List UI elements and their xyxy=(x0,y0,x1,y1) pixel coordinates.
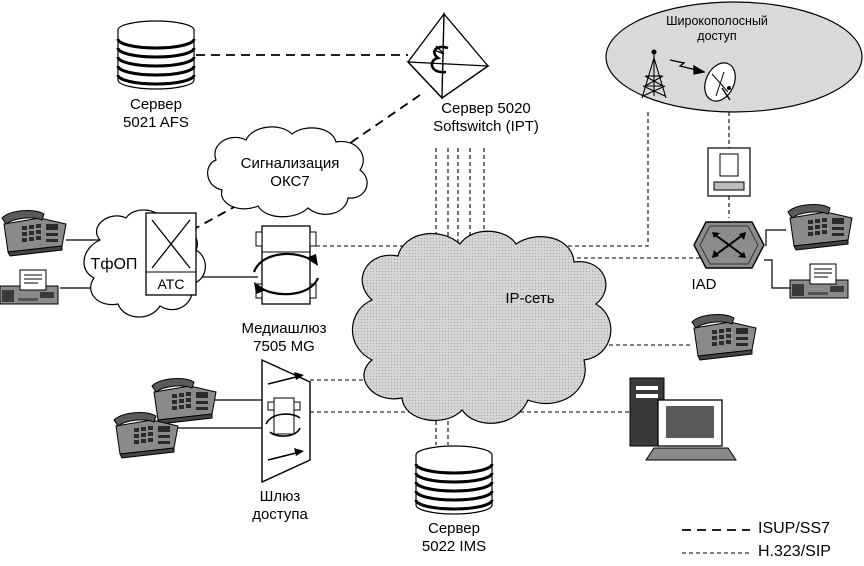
media-gateway-icon xyxy=(252,225,320,305)
broadband-access-ellipse xyxy=(605,1,863,113)
afs-server-label-line2: 5021 AFS xyxy=(123,114,189,131)
legend-isup-label: ISUP/SS7 xyxy=(758,520,831,537)
pstn-label: ТфОП xyxy=(90,256,138,273)
link-signaling-ate xyxy=(195,189,266,229)
afs-server-label: Сервер 5021 AFS xyxy=(100,96,212,132)
ats-exchange-icon xyxy=(145,212,197,296)
broadband-label: Широкополосный доступ xyxy=(652,14,782,44)
legend-h323-label: H.323/SIP xyxy=(758,543,831,560)
softswitch-label-line2: Softswitch (IPT) xyxy=(433,118,539,135)
satellite-dish-icon xyxy=(704,62,736,102)
pstn-fax-icon xyxy=(0,269,59,305)
ims-server-label: Сервер 5022 IMS xyxy=(398,520,510,556)
ims-server-icon xyxy=(414,444,494,516)
signaling-label-line2: ОКС7 xyxy=(270,173,310,190)
ats-label: АТС xyxy=(157,276,185,292)
radio-tower-icon xyxy=(641,49,667,99)
desktop-computer-icon xyxy=(629,377,737,461)
ip-network-label: IP-сеть xyxy=(505,290,555,307)
softswitch-label-line1: Сервер 5020 xyxy=(441,100,531,117)
link-softswitch-signaling xyxy=(339,94,421,151)
ims-server-label-line1: Сервер xyxy=(427,520,480,537)
afs-server-label-line1: Сервер xyxy=(129,96,182,113)
access-gateway-icon xyxy=(261,358,311,484)
ip-telephone-icon xyxy=(691,314,757,361)
ip-network-cloud xyxy=(351,230,612,424)
mediagateway-label-line2: 7505 MG xyxy=(253,338,315,355)
iad-router-icon xyxy=(693,221,765,269)
wireless-link-icon xyxy=(669,59,706,75)
softswitch-label: Сервер 5020 Softswitch (IPT) xyxy=(416,100,556,136)
access-telephone-1-icon xyxy=(151,378,217,425)
iad-label: IAD xyxy=(691,276,717,293)
afs-server-icon xyxy=(116,19,196,91)
ims-server-label-line2: 5022 IMS xyxy=(421,538,487,555)
iad-telephone-icon xyxy=(787,204,853,251)
broadband-label-line2: доступ xyxy=(697,29,737,43)
isup-ss7-links xyxy=(195,54,421,229)
signaling-label-line1: Сигнализация xyxy=(240,155,340,172)
mediagateway-label: Медиашлюз 7505 MG xyxy=(224,320,344,356)
access-gateway-label-line2: доступа xyxy=(252,506,308,523)
modem-icon xyxy=(707,147,751,197)
legend-line-samples xyxy=(682,529,750,554)
softswitch-pyramid-icon xyxy=(406,11,490,100)
broadband-label-line1: Широкополосный xyxy=(666,14,768,28)
access-gateway-label-line1: Шлюз xyxy=(259,488,301,505)
access-gateway-label: Шлюз доступа xyxy=(230,488,330,524)
iad-fax-icon xyxy=(789,263,849,299)
mediagateway-label-line1: Медиашлюз xyxy=(241,320,327,337)
pstn-telephone-icon xyxy=(1,210,67,257)
signaling-cloud xyxy=(207,126,368,218)
signaling-label: Сигнализация ОКС7 xyxy=(222,155,358,191)
